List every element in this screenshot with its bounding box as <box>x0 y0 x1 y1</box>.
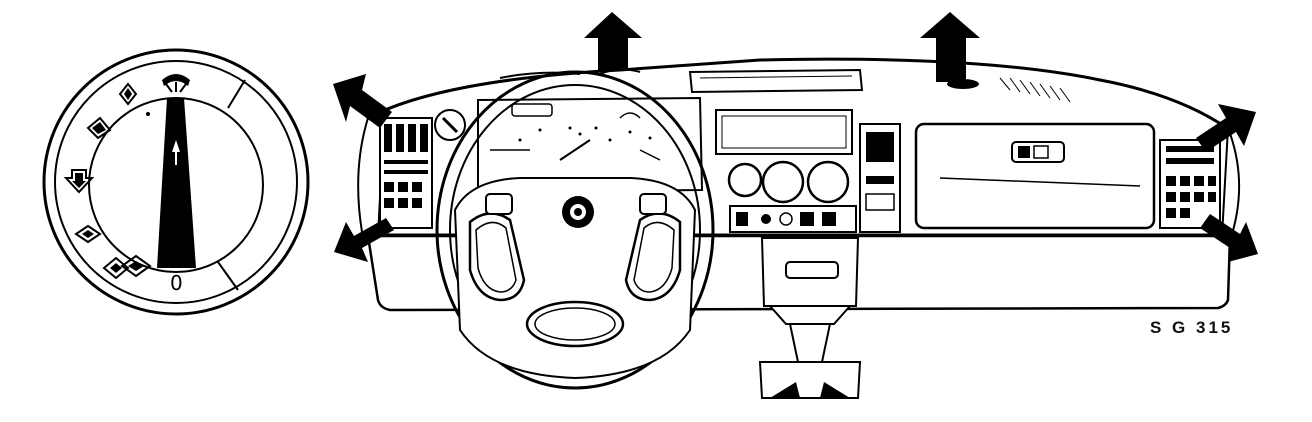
arrow-side-right-upper-icon <box>1196 104 1256 152</box>
glovebox <box>914 122 1156 230</box>
steering-wheel <box>435 70 715 390</box>
figure-reference-code: S G 315 <box>1150 318 1234 337</box>
face-and-windscreen-icon <box>118 82 138 106</box>
dial-off-label: 0 <box>170 271 183 295</box>
arrow-side-right-lower-icon <box>1200 214 1258 262</box>
floor-icon <box>63 169 95 194</box>
left-side-vent <box>379 117 433 229</box>
lower-console <box>758 237 862 399</box>
face-vent-icon <box>86 116 112 140</box>
dashboard <box>333 12 1258 399</box>
defrost-windscreen-icon <box>162 74 190 93</box>
floor-and-face-icon <box>102 254 152 280</box>
arrow-up-right-icon <box>920 12 980 82</box>
dial-pointer <box>157 98 196 268</box>
air-distribution-dial: 0 <box>42 48 310 316</box>
centre-console <box>715 109 857 233</box>
arrow-side-left-upper-icon <box>333 74 392 128</box>
arrow-side-left-lower-icon <box>334 218 394 262</box>
arrow-up-left-icon <box>584 12 642 70</box>
floor-and-windscreen-icon <box>74 224 102 244</box>
right-side-vent <box>1159 139 1221 229</box>
